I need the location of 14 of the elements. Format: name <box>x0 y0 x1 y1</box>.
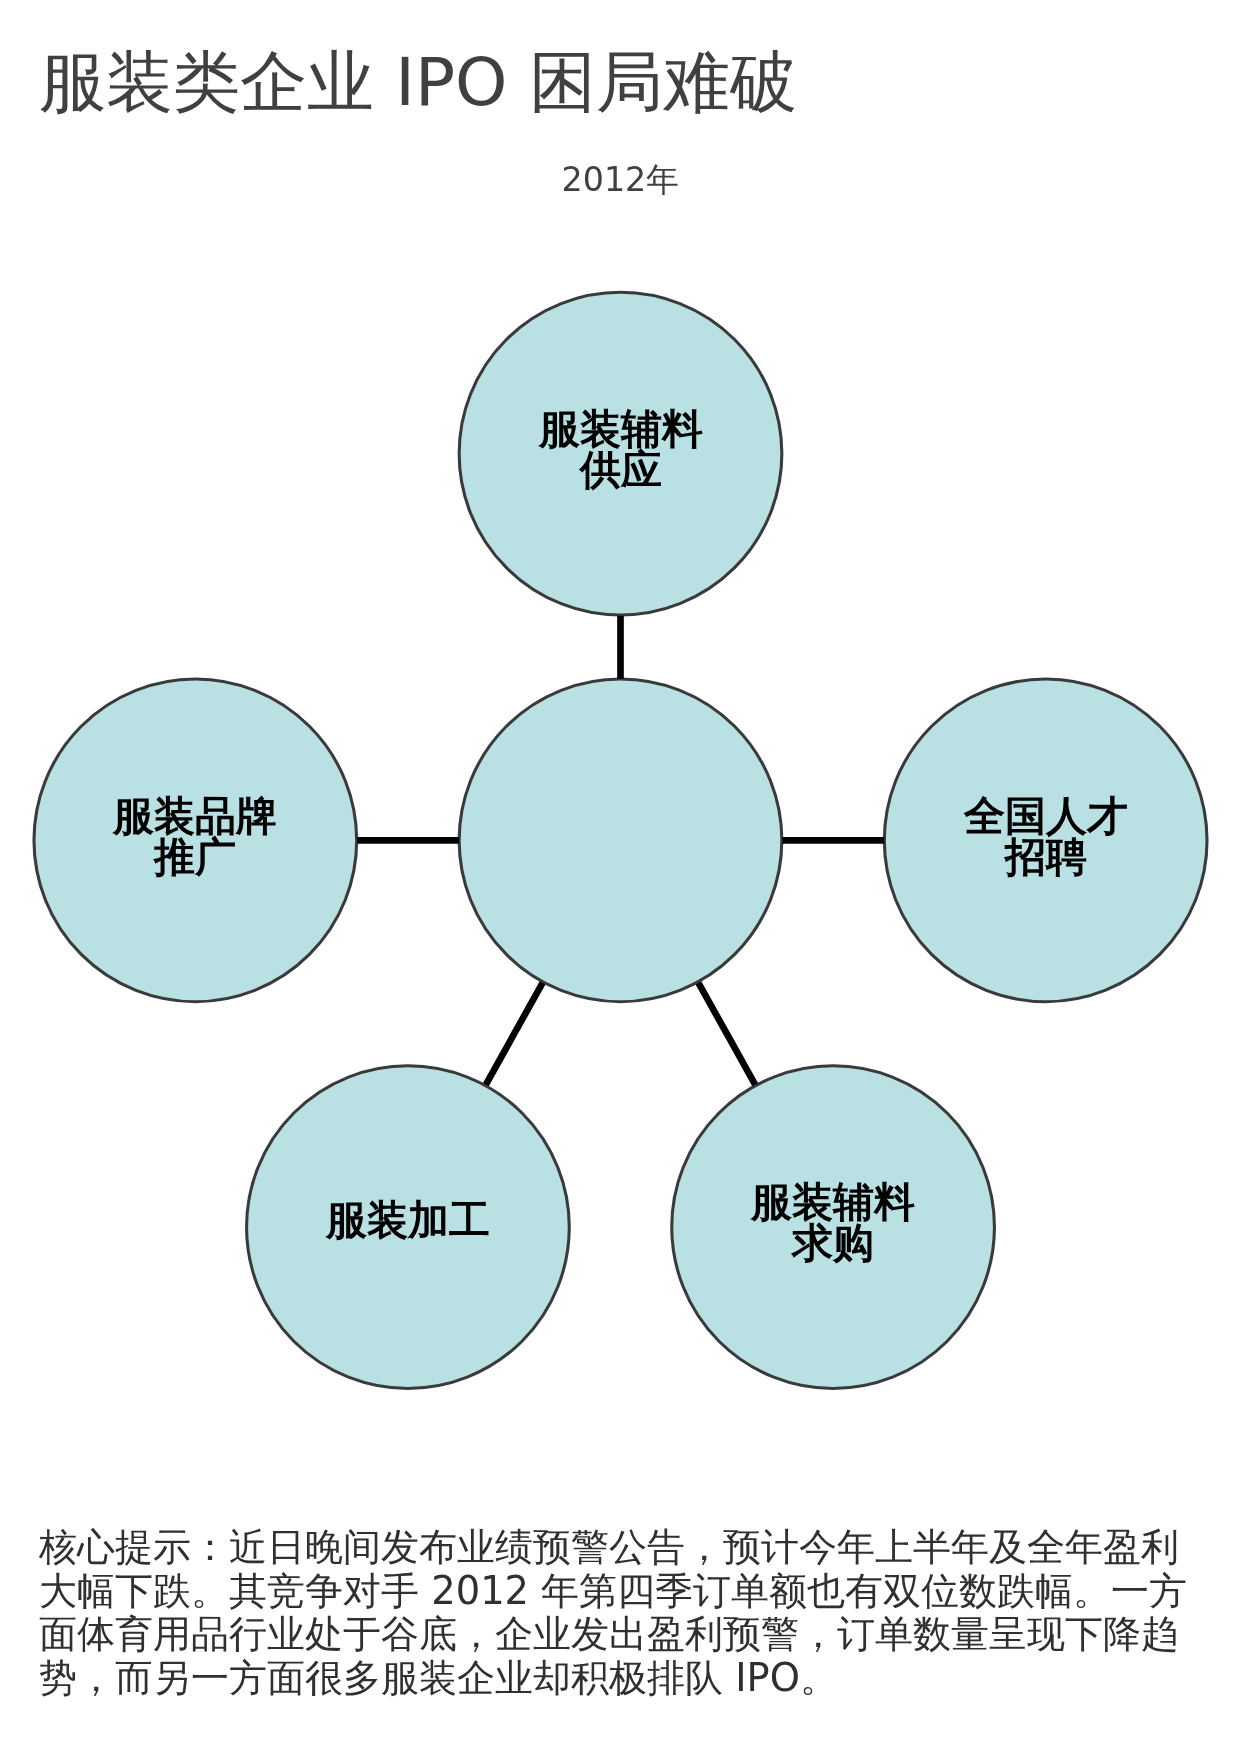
connector <box>482 980 546 1086</box>
connector <box>695 980 759 1086</box>
label: 2012年 <box>561 159 680 199</box>
caption: 核心提示：近日晚间发布业绩预警公告，预计今年上半年及全年盈利大幅下跌。其竞争对手 2012 年第四季订单额也有双位数跌幅。一方面体育用品行业处于谷底，企业发出盈利预警，订单数量呈现下降趋势，而另一方面很多服装企业却积极排队 IPO。 <box>39 1523 1188 1700</box>
node-circle: 服装加工 <box>245 1063 571 1390</box>
node-circle: 服装辅料求购 <box>670 1063 996 1390</box>
diagram-title: 服装类企业 IPO 困局难破 <box>39 42 797 121</box>
node-circle: 全国人才招聘 <box>882 676 1209 1003</box>
connector <box>782 836 885 844</box>
node-circle <box>457 676 784 1003</box>
connector <box>617 615 624 679</box>
node-circle: 服装辅料供应 <box>457 290 784 616</box>
node-circle: 服装品牌推广 <box>32 676 359 1003</box>
connector <box>357 836 460 844</box>
